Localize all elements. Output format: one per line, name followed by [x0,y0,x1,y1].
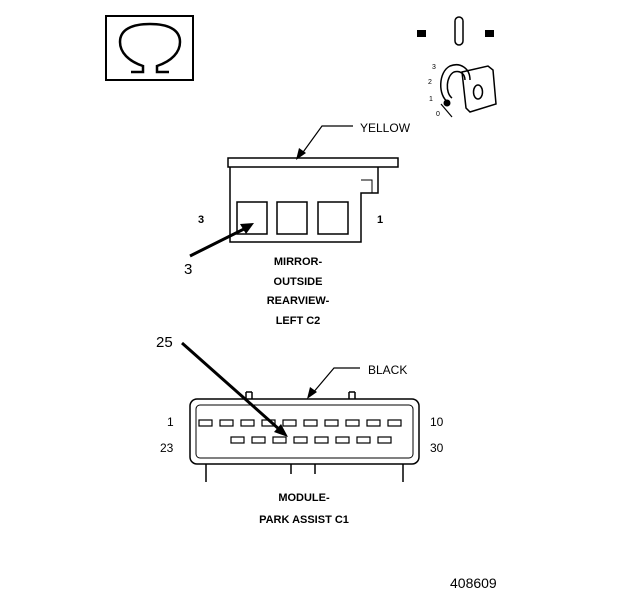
ignition-key-icon [417,16,497,118]
connector-c2-body [227,157,399,243]
ignition-position-2: 2 [428,79,432,86]
c1-pin-cavity [335,436,350,444]
c1-pin-cavity [219,419,234,427]
c1-pin-cavity [272,436,287,444]
c1-pin-cavity [240,419,255,427]
c1-row1-end-label: 10 [430,415,444,429]
c2-name-line-3: REARVIEW- [267,295,330,307]
c1-callout-pin: 25 [156,334,173,351]
c1-name-line-1: MODULE- [278,492,330,504]
c2-callout-pin: 3 [184,261,192,278]
c1-row2-end-label: 30 [430,441,444,455]
c1-pin-cavity [324,419,339,427]
ignition-position-0: 0 [436,111,440,118]
c1-row1-start-label: 1 [167,415,174,429]
c1-pin-cavity [345,419,360,427]
c2-pin-right-label: 1 [377,214,383,226]
connector-c1-body [189,391,420,482]
c1-pin-cavity [230,436,245,444]
c1-pin-cavity [377,436,392,444]
figure-number: 408609 [450,575,497,591]
c1-pin-cavity [303,419,318,427]
c2-callout-arrow [189,223,254,258]
c1-pin-cavity [314,436,329,444]
c1-pin-cavity [366,419,381,427]
ignition-position-1: 1 [429,96,433,103]
c2-name-line-4: LEFT C2 [276,315,321,327]
c1-wire-color-leader [307,367,360,399]
c2-name-line-1: MIRROR- [274,256,323,268]
ignition-position-3: 3 [432,64,436,71]
c1-wire-color: BLACK [368,363,407,377]
c2-wire-color-leader [296,125,353,160]
c2-name-line-2: OUTSIDE [274,276,323,288]
c2-wire-color: YELLOW [360,121,411,135]
connector-c1-pin-row-2 [230,436,392,444]
c1-pin-cavity [293,436,308,444]
c1-pin-cavity [282,419,297,427]
c2-pin-left-label: 3 [198,214,204,226]
omega-logo-icon [105,15,194,81]
c1-callout-arrow [181,341,288,437]
c1-pin-cavity [387,419,402,427]
c1-pin-cavity [356,436,371,444]
c1-name-line-2: PARK ASSIST C1 [259,514,349,526]
c1-row2-start-label: 23 [160,441,174,455]
c1-pin-cavity [198,419,213,427]
c1-pin-cavity [251,436,266,444]
connector-c1-pin-row-1 [198,419,402,427]
